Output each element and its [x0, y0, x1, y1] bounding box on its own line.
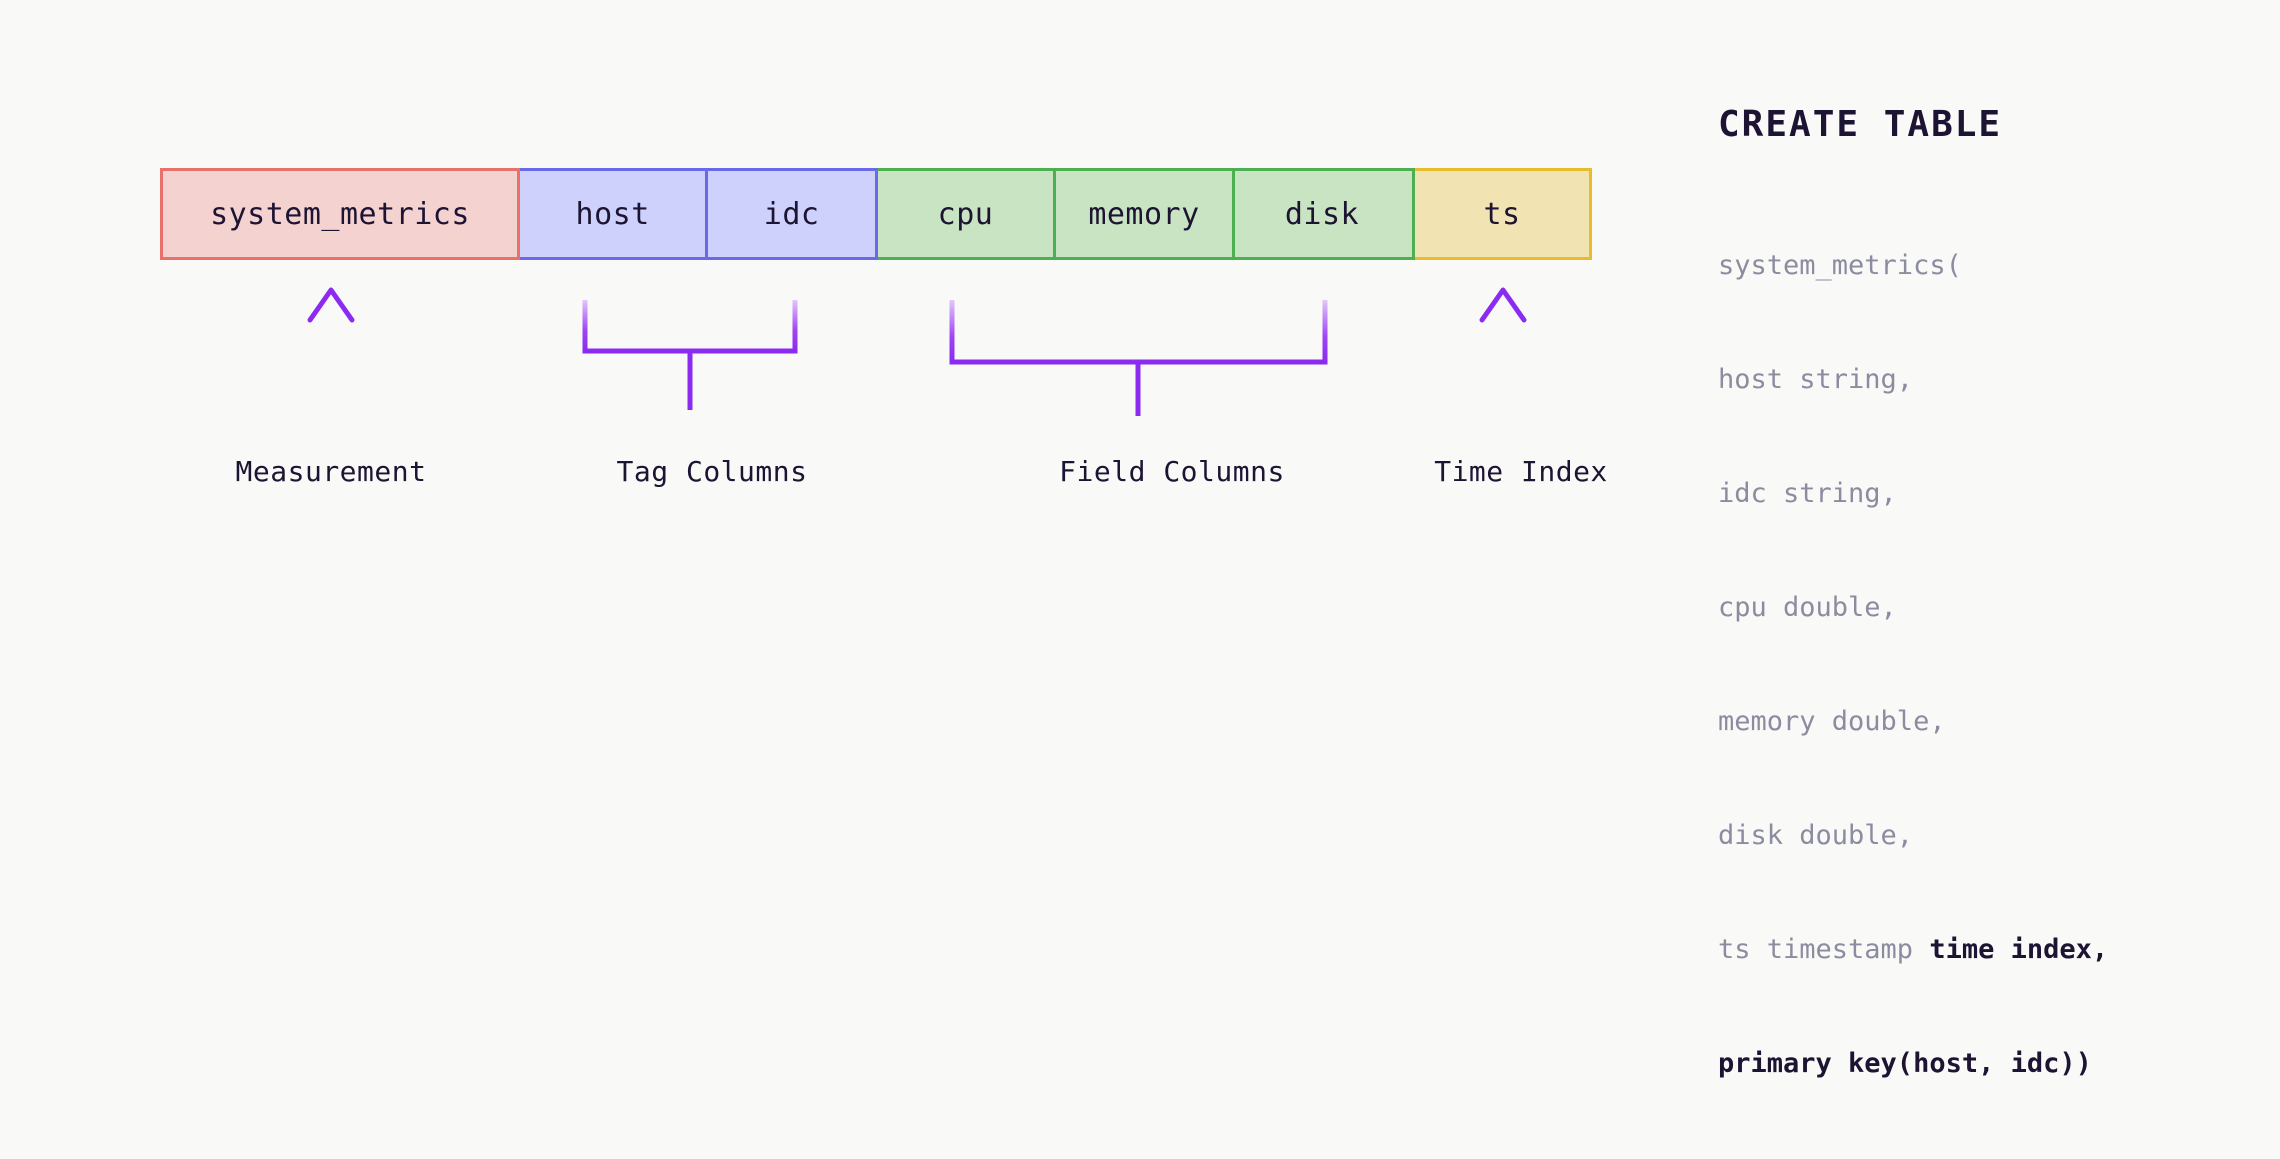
column-cell-idc[interactable]: idc [705, 171, 875, 257]
code-line: memory double, [1718, 703, 2238, 741]
caption-measurement: Measurement [235, 455, 427, 488]
column-cell-disk[interactable]: disk [1232, 171, 1409, 257]
code-line: ts timestamp time index, [1718, 931, 2238, 969]
code-panel-body: system_metrics( host string, idc string,… [1718, 171, 2238, 1159]
group-time-index: ts [1415, 168, 1592, 260]
code-line-plain: host string, [1718, 364, 1914, 395]
code-line-plain: disk double, [1718, 820, 1914, 851]
code-line-plain: idc string, [1718, 478, 1897, 509]
code-keyword-time-index: time index, [1929, 934, 2109, 965]
code-line: primary key(host, idc)) [1718, 1045, 2238, 1083]
caption-time-index: Time Index [1434, 455, 1608, 488]
create-table-panel: CREATE TABLE system_metrics( host string… [1718, 104, 2238, 1159]
diagram-canvas: system_metrics host idc cpu memory disk … [160, 104, 2108, 1079]
schema-bar: system_metrics host idc cpu memory disk … [160, 168, 1592, 260]
caption-tag-columns: Tag Columns [616, 455, 808, 488]
code-line: idc string, [1718, 475, 2238, 513]
group-tag-columns: host idc [520, 168, 878, 260]
connector-bracket-field-columns [949, 300, 1328, 416]
caption-field-columns: Field Columns [1059, 455, 1285, 488]
connector-arrow-measurement [307, 287, 355, 412]
column-cell-system-metrics[interactable]: system_metrics [210, 196, 470, 232]
group-measurement: system_metrics [160, 168, 520, 260]
column-cell-memory[interactable]: memory [1053, 171, 1232, 257]
code-line: system_metrics( [1718, 247, 2238, 285]
column-cell-cpu[interactable]: cpu [937, 196, 994, 232]
code-line-plain: cpu double, [1718, 592, 1897, 623]
code-keyword-primary-key: primary key(host, idc)) [1718, 1048, 2092, 1079]
code-line: disk double, [1718, 817, 2238, 855]
code-line-plain: system_metrics( [1718, 250, 1962, 281]
code-line-plain: memory double, [1718, 706, 1946, 737]
connector-arrow-time-index [1479, 287, 1527, 412]
group-field-columns: cpu memory disk [878, 168, 1415, 260]
column-cell-host[interactable]: host [575, 196, 650, 232]
column-cell-ts[interactable]: ts [1483, 196, 1521, 232]
code-line: cpu double, [1718, 589, 2238, 627]
code-line: host string, [1718, 361, 2238, 399]
code-panel-title: CREATE TABLE [1718, 104, 2003, 145]
connector-bracket-tag-columns [582, 300, 798, 410]
code-line-plain: ts timestamp [1718, 934, 1930, 965]
